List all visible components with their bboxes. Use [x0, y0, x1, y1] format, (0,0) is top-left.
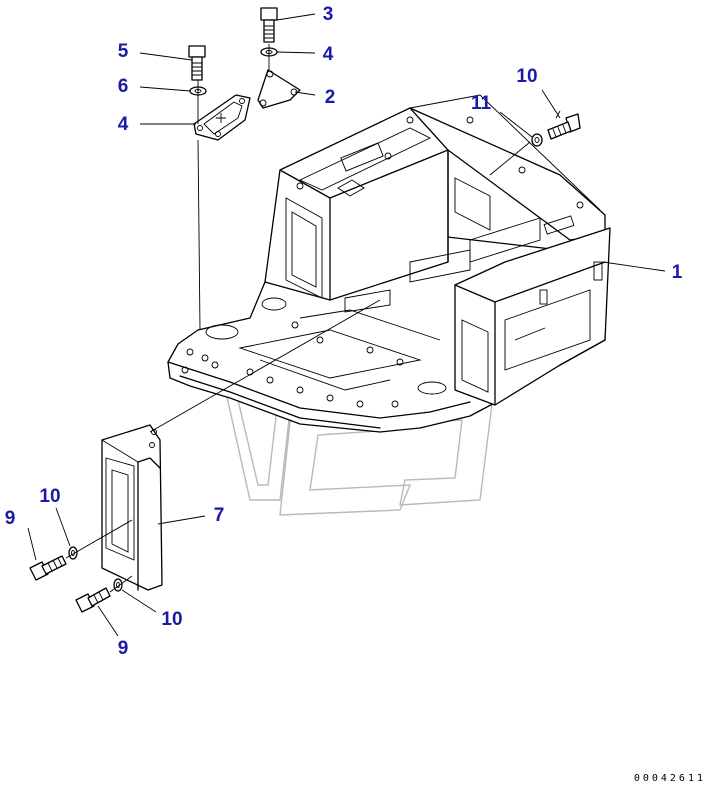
- cab-frame: [167, 94, 611, 433]
- callout-9-lower: 9: [118, 638, 129, 659]
- assembly-lines: [65, 44, 531, 593]
- part-5-plate-bracket: [193, 94, 251, 141]
- callout-7: 6: [118, 76, 129, 97]
- callout-11: 10: [516, 66, 537, 87]
- callout-6: 5: [118, 41, 129, 62]
- callout-10-lower: 10: [161, 609, 182, 630]
- part-9-bolt-lower: [75, 587, 111, 613]
- callout-8: 7: [214, 505, 225, 526]
- callout-1: 1: [672, 262, 683, 283]
- part-2-triangular-bracket: [257, 69, 301, 109]
- callout-4: 4: [323, 44, 334, 65]
- callout-10-upper: 10: [39, 486, 60, 507]
- callout-labels: 3 4 2 5 6 4 10 11 1 7 10 9 10 9: [5, 4, 683, 659]
- part-6-bolt: [188, 45, 206, 81]
- callout-12: 11: [471, 93, 492, 114]
- part-10-washer-lower: [113, 578, 123, 592]
- part-9-bolt-upper: [29, 555, 67, 581]
- document-number: 00042611: [634, 773, 706, 784]
- part-11-bolt: [547, 113, 581, 140]
- part-3-bolt: [260, 7, 278, 43]
- part-12-washer: [531, 133, 543, 147]
- callout-5: 4: [118, 114, 129, 135]
- callout-2: 2: [325, 87, 336, 108]
- callout-3: 3: [323, 4, 334, 25]
- leader-lines: [27, 13, 666, 637]
- callout-9-upper: 9: [5, 508, 16, 529]
- part-8-side-cover: [101, 424, 163, 591]
- part-10-washer-upper: [68, 546, 78, 560]
